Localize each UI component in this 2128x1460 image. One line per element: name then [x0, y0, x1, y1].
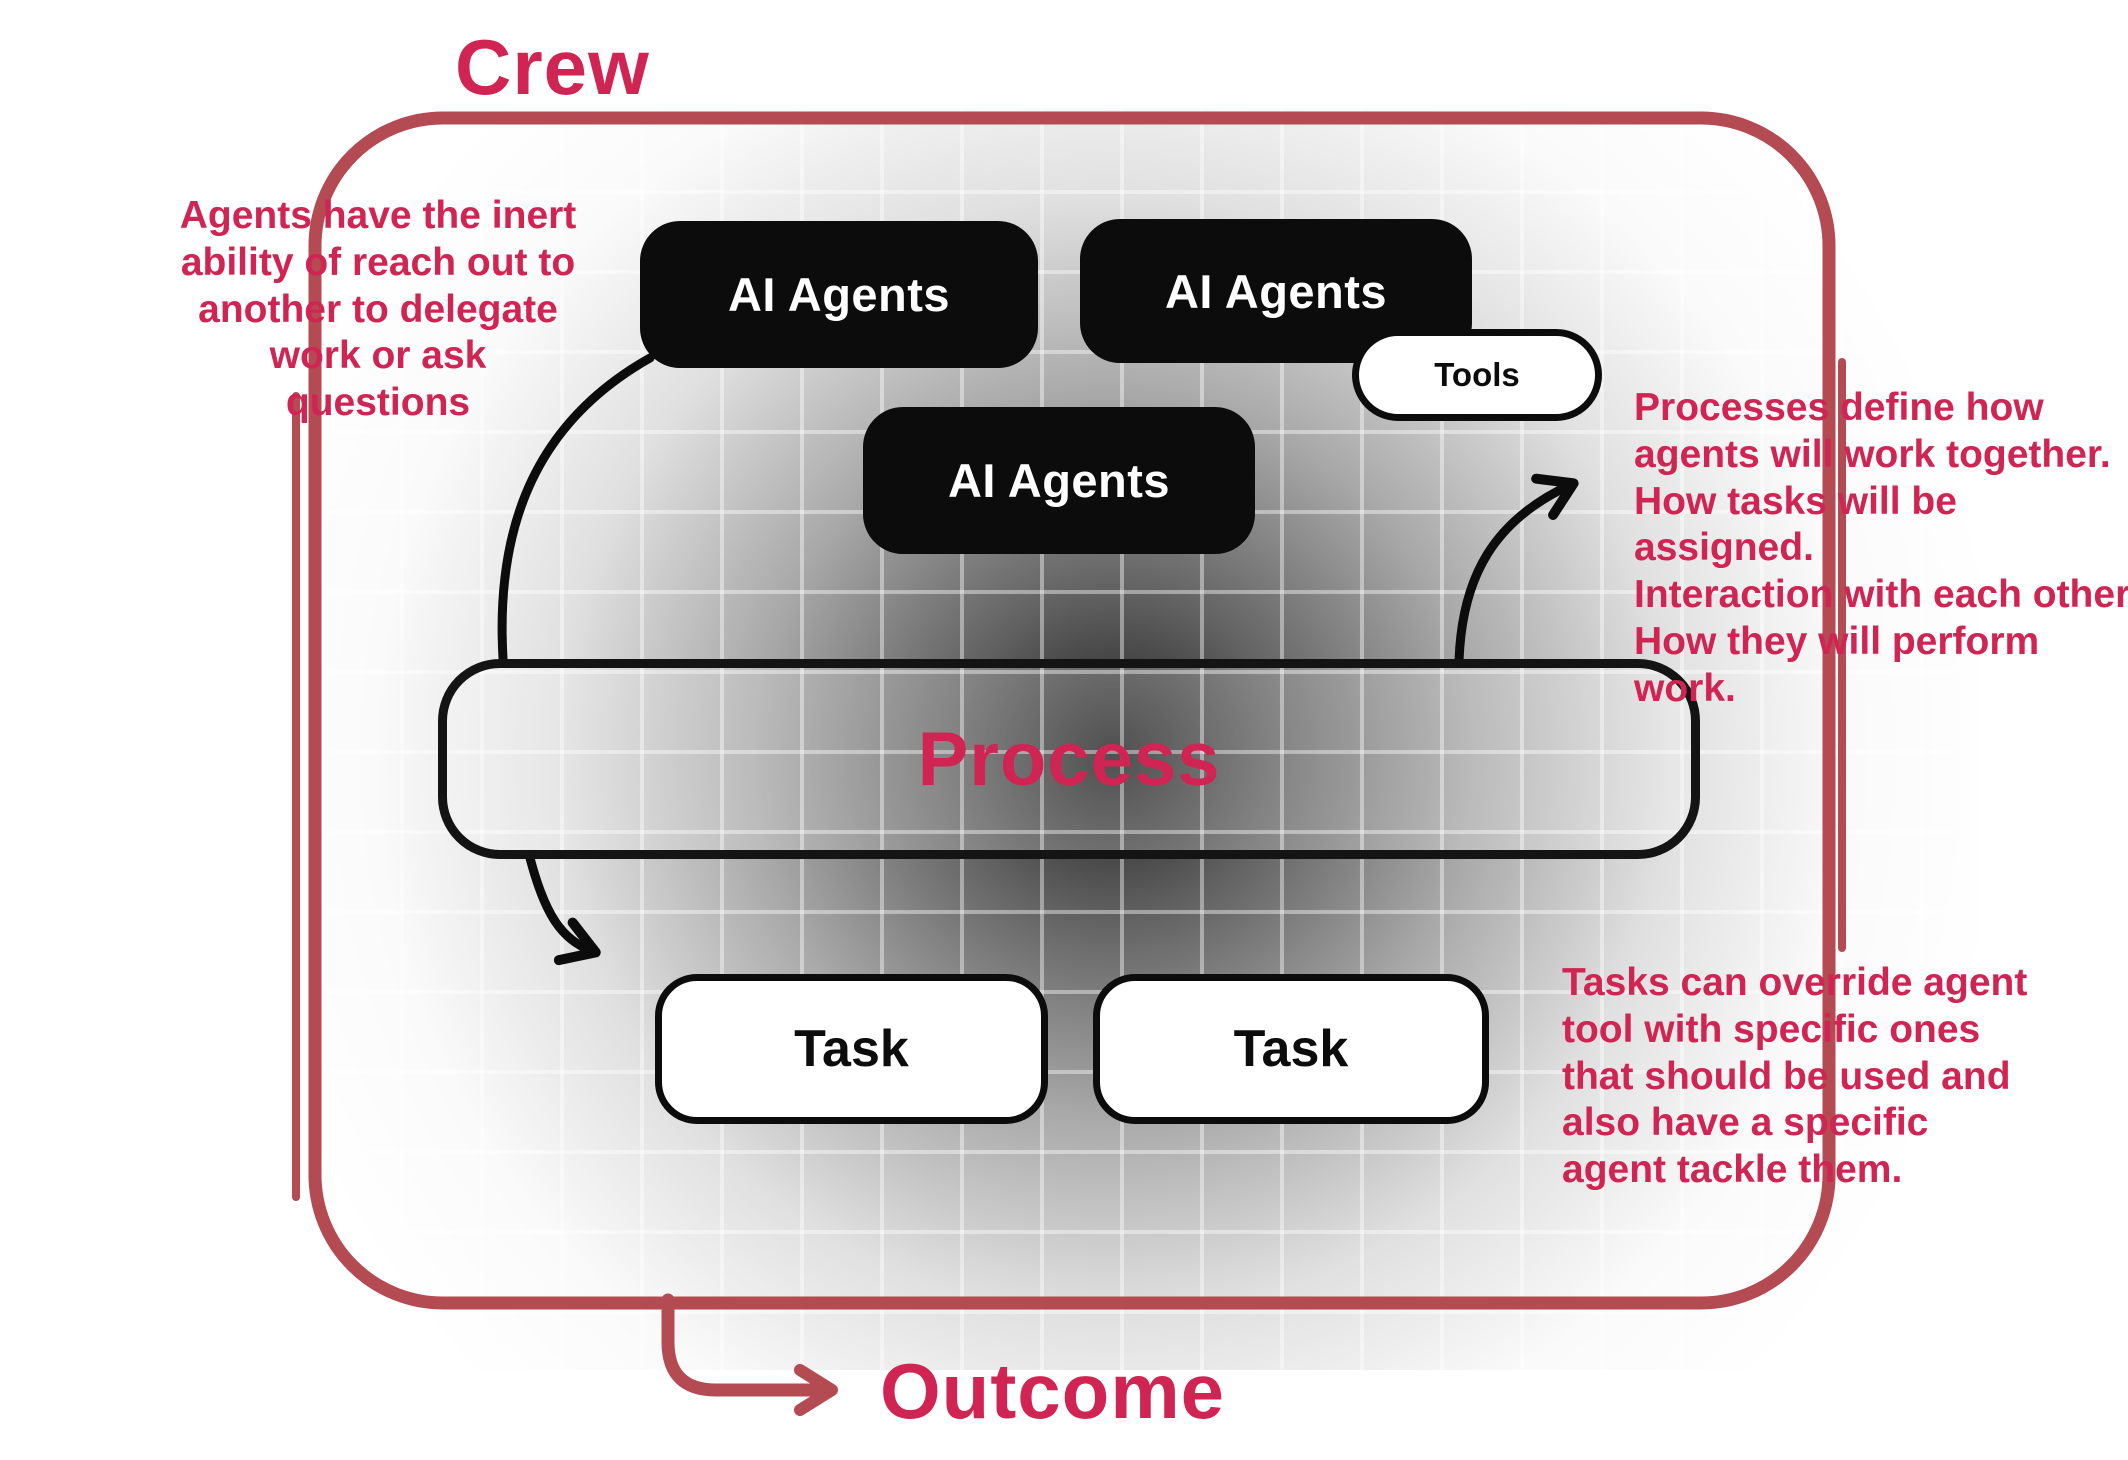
ai-agents-box-1-label: AI Agents: [727, 268, 951, 321]
task-box-1: Task: [655, 974, 1048, 1124]
tools-pill: Tools: [1352, 329, 1602, 421]
process-box-label: Process: [917, 716, 1221, 802]
outcome-label: Outcome: [880, 1347, 1226, 1435]
task-box-2: Task: [1093, 974, 1489, 1124]
crew-title: Crew: [455, 23, 650, 111]
delegation-annotation: Agents have the inert ability of reach o…: [179, 194, 577, 425]
task-box-2-label: Task: [1233, 1020, 1349, 1078]
tasks-annotation: Tasks can override agent tool with speci…: [1562, 961, 2028, 1192]
process-box: Process: [438, 659, 1700, 859]
task-box-1-label: Task: [794, 1020, 909, 1078]
process-annotation: Processes define how agents will work to…: [1634, 386, 2128, 710]
ai-agents-box-2-label: AI Agents: [1164, 264, 1388, 318]
ai-agents-box-1: AI Agents: [640, 221, 1038, 368]
ai-agents-box-3-label: AI Agents: [947, 454, 1171, 507]
ai-agents-box-3: AI Agents: [863, 407, 1255, 554]
tools-pill-label: Tools: [1434, 356, 1520, 393]
